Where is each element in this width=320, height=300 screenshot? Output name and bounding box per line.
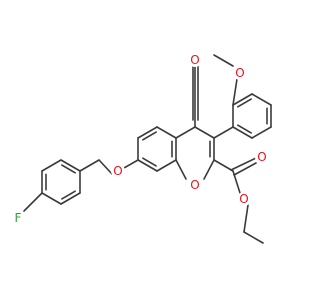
atom-o-ether: O — [111, 164, 125, 178]
bond — [213, 159, 234, 172]
bond — [123, 159, 139, 169]
bond — [243, 231, 264, 244]
atom-label-o-ether: O — [113, 164, 122, 178]
atom-label-o-ring: O — [190, 178, 199, 192]
bond-layer — [23, 54, 272, 244]
bond — [213, 54, 234, 67]
bond — [251, 93, 272, 106]
bond — [194, 126, 215, 139]
bond — [203, 159, 215, 180]
atom-o-ring: O — [188, 178, 202, 192]
atom-o-ester: O — [237, 192, 251, 206]
bond — [232, 170, 241, 194]
bond — [156, 159, 177, 172]
atom-o-methoxy: O — [233, 66, 247, 80]
bond — [142, 131, 157, 141]
atom-label-f: F — [15, 211, 22, 225]
bond — [230, 157, 257, 171]
atom-o-ester-carbonyl: O — [255, 150, 269, 164]
bond — [243, 204, 249, 233]
bond — [137, 159, 158, 172]
atom-o-ketone: O — [188, 53, 202, 67]
atom-label-o-ester: O — [239, 192, 248, 206]
bond — [41, 192, 62, 205]
bond — [232, 93, 253, 106]
bond — [175, 126, 196, 139]
bond — [61, 190, 76, 200]
atom-f: F — [11, 211, 25, 225]
bond — [251, 126, 272, 139]
bond — [213, 126, 234, 139]
atom-label-o-ester-carbonyl: O — [257, 150, 266, 164]
canvas-background — [0, 0, 300, 300]
bond — [142, 157, 157, 167]
atom-label-o-ketone: O — [190, 53, 199, 67]
bond — [79, 159, 100, 172]
bond — [233, 162, 257, 176]
bond — [60, 159, 81, 172]
bond — [232, 126, 253, 139]
bond — [237, 124, 252, 134]
bond — [137, 126, 158, 139]
bond — [23, 192, 43, 212]
atom-label-o-methoxy: O — [235, 66, 244, 80]
bond — [41, 159, 62, 172]
molecule-structure: O O O O O O F — [0, 0, 300, 300]
bond — [237, 98, 252, 108]
bond — [60, 192, 81, 205]
bond — [61, 164, 76, 174]
bond — [98, 159, 113, 175]
bond — [232, 78, 238, 106]
bond — [156, 126, 177, 139]
bond — [175, 159, 187, 180]
